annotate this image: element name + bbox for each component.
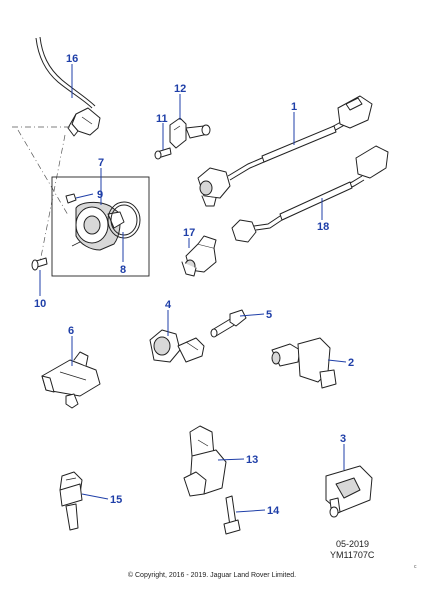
part-9-clip: [65, 193, 77, 204]
part-15-temp-sensor: [59, 471, 83, 531]
callout-3: 3: [340, 433, 346, 445]
part-1-sensor-harness: [197, 95, 373, 207]
callout-8: 8: [120, 264, 126, 276]
part-4-knock-sensor: [149, 329, 205, 363]
part-10-bolt: [31, 257, 48, 271]
callout-13: 13: [246, 454, 258, 466]
part-7-crank-sensor: [71, 201, 125, 251]
part-16-sensor-cable: [35, 36, 101, 137]
callout-18: 18: [317, 221, 329, 233]
copyright-text: © Copyright, 2016 - 2019. Jaguar Land Ro…: [128, 571, 296, 579]
part-5-bolt: [210, 309, 247, 338]
callout-16: 16: [66, 53, 78, 65]
part-6-map-sensor: [41, 351, 101, 409]
part-3-sensor: [325, 465, 373, 518]
callout-14: 14: [267, 505, 280, 517]
diagram-code: YM11707C: [330, 550, 375, 560]
callout-1: 1: [291, 101, 297, 113]
part-14-bolt: [223, 495, 241, 535]
part-17-sensor: [181, 235, 217, 277]
callout-7: 7: [98, 157, 104, 169]
callout-6: 6: [68, 325, 74, 337]
callout-2: 2: [348, 357, 354, 369]
diagram-date: 05-2019: [336, 539, 369, 549]
part-18-sensor-harness: [231, 145, 389, 243]
callout-9: 9: [97, 189, 103, 201]
assembly-dash-line: [17, 129, 69, 216]
callout-12: 12: [174, 83, 186, 95]
part-12-sensor: [169, 117, 211, 149]
assembly-dash-line: [39, 134, 66, 263]
part-13-sensor: [183, 425, 227, 497]
leader-lines: [39, 64, 347, 513]
part-11-bolt: [154, 147, 172, 160]
callout-labels: 16 7 9 8 10 11 12 1 18 17 4 5 6 2 13 14 …: [34, 53, 354, 517]
callout-4: 4: [165, 299, 172, 311]
callout-17: 17: [183, 227, 195, 239]
callout-10: 10: [34, 298, 46, 310]
callout-15: 15: [110, 494, 122, 506]
callout-5: 5: [266, 309, 272, 321]
corner-mark: c: [414, 564, 417, 570]
callout-11: 11: [156, 113, 168, 125]
part-2-sensor: [271, 337, 337, 389]
part-8-o-ring: [107, 201, 141, 239]
